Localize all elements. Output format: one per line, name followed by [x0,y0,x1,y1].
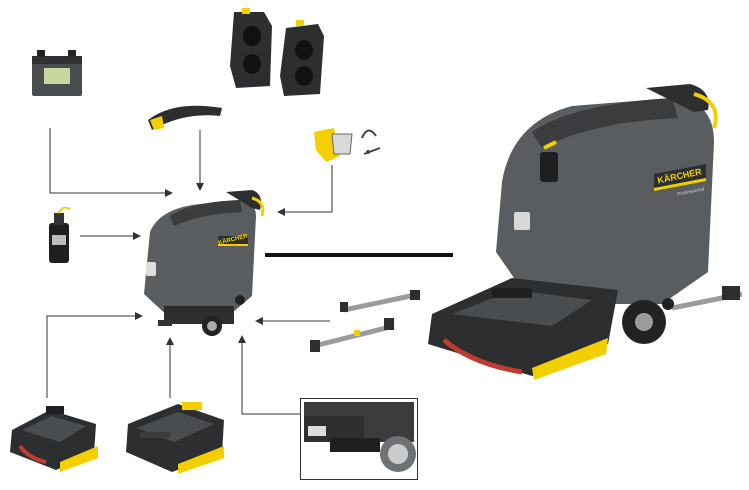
battery-icon [32,50,82,96]
large-scrubber-machine [428,84,743,380]
brush-housing-icon [230,8,324,96]
small-scrubber-machine [144,190,265,336]
arrow-battery [49,128,173,197]
squeegee-clip-icon [314,128,381,162]
arrow-clips [277,165,333,216]
disc-brush-head-icon [10,406,98,472]
detergent-bottle-icon [49,207,71,263]
squeegee-bar-icon [310,290,421,352]
wheel-detail-icon [300,398,418,480]
roller-brush-head-icon [126,402,224,474]
hood-cover-icon [148,105,222,130]
arrow-wheel [238,335,300,415]
arrow-disc-head [46,312,143,398]
